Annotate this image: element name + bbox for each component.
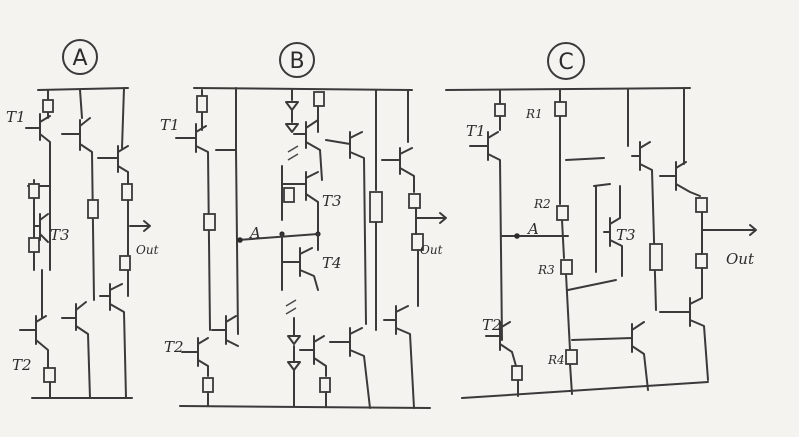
panel-a-resistor xyxy=(87,199,99,219)
panel-b-node-a xyxy=(237,237,243,243)
panel-b-diodes-bottom xyxy=(287,317,301,407)
panel-b-resistor xyxy=(283,187,295,203)
panel-a-resistor xyxy=(121,183,133,201)
panel-c-t2-label: T2 xyxy=(482,316,502,334)
panel-c-node-label: A xyxy=(526,220,539,238)
panel-c-r1 xyxy=(554,101,567,117)
panel-b-node-label: A xyxy=(248,224,261,242)
panel-c-resistor xyxy=(649,243,663,271)
panel-a-title: A xyxy=(72,46,87,71)
panel-b-t4 xyxy=(281,233,319,291)
panel-c-r4 xyxy=(565,349,578,365)
panel-a: A T1 T3 T2 Out xyxy=(6,39,159,399)
panel-c-output-label: Out xyxy=(726,250,755,268)
panel-c-title-circle xyxy=(547,42,585,80)
panel-c-t2 xyxy=(485,321,517,367)
panel-c-top-rail xyxy=(445,87,691,91)
panel-b-resistor xyxy=(319,377,331,393)
panel-c-resistor xyxy=(494,103,506,117)
panel-c-t3-label: T3 xyxy=(616,226,636,244)
panel-c-t3 xyxy=(565,157,623,277)
panel-c-r3-label: R3 xyxy=(537,263,555,277)
panel-b-title-circle xyxy=(279,42,315,78)
panel-b-resistor xyxy=(408,193,421,209)
panel-a-t1-label: T1 xyxy=(6,108,26,126)
panel-a-t3 xyxy=(33,213,49,243)
panel-c-t1 xyxy=(469,131,503,341)
panel-a-t3-label: T3 xyxy=(50,226,70,244)
panel-a-resistor xyxy=(28,183,40,199)
panel-a-t2 xyxy=(19,269,49,371)
panel-a-resistor xyxy=(119,255,131,271)
panel-a-resistor xyxy=(42,99,54,113)
panel-b-resistor xyxy=(369,191,383,223)
panel-a-resistor xyxy=(43,367,56,383)
panel-b-t1 xyxy=(175,123,211,331)
panel-b-bottom-rail xyxy=(179,405,431,409)
panel-c-node-a xyxy=(514,233,520,239)
panel-b-t1-label: T1 xyxy=(160,116,180,134)
panel-c-r2 xyxy=(556,205,569,221)
panel-b-t2-label: T2 xyxy=(164,338,184,356)
panel-a-t2-label: T2 xyxy=(12,356,32,374)
panel-c-t1-label: T1 xyxy=(466,122,486,140)
panel-b-output-arrow xyxy=(415,207,447,235)
panel-a-output-label: Out xyxy=(136,243,159,257)
panel-b-title: B xyxy=(289,49,304,74)
panel-a-resistor xyxy=(28,237,40,253)
panel-b-resistor xyxy=(202,377,214,393)
panel-b-t2 xyxy=(181,337,209,377)
panel-c-resistor xyxy=(695,253,708,269)
panel-c-bottom-rail xyxy=(461,381,709,399)
panel-a-title-circle xyxy=(62,39,98,75)
panel-b-resistor xyxy=(203,213,216,231)
panel-b-diodes-top xyxy=(285,89,299,133)
panel-a-output-arrow xyxy=(129,220,151,232)
panel-c-r1-label: R1 xyxy=(525,107,543,121)
panel-c-r4-label: R4 xyxy=(547,353,565,367)
panel-a-t1 xyxy=(25,113,51,181)
panel-a-top-rail xyxy=(37,87,129,91)
panel-c-title: C xyxy=(558,50,573,75)
panel-b-t3 xyxy=(281,165,319,235)
panel-b-resistor xyxy=(196,95,208,113)
panel-b-top-rail xyxy=(193,87,413,91)
panel-c-resistor xyxy=(695,197,708,213)
panel-c: C T1 A T2 R1 R2 R3 R4 T3 xyxy=(445,42,757,399)
panel-b-t3-label: T3 xyxy=(322,192,342,210)
panel-c-resistor xyxy=(511,365,523,381)
panel-b-resistor xyxy=(313,91,325,107)
panel-c-r2-label: R2 xyxy=(533,197,551,211)
panel-b: B T1 T2 A T3 T4 xyxy=(160,42,447,409)
panel-c-output-arrow xyxy=(701,211,757,255)
panel-b-t4-label: T4 xyxy=(322,254,342,272)
panel-c-r3 xyxy=(560,259,573,275)
panel-b-output-label: Out xyxy=(420,243,443,257)
